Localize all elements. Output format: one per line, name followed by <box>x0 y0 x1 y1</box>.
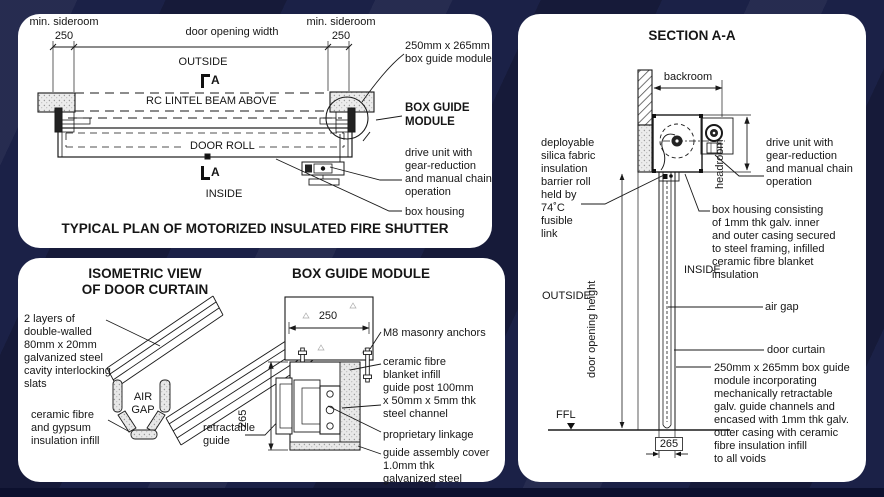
door-opening-height-label: door opening height <box>586 280 598 378</box>
plan-title: TYPICAL PLAN OF MOTORIZED INSULATED FIRE… <box>61 221 449 236</box>
plan-linework <box>37 41 405 212</box>
plan-dim-right-value: 250 <box>331 30 351 42</box>
box-guide-dim-265: 265 <box>237 409 249 428</box>
section-linework <box>548 69 764 458</box>
inside-label: INSIDE <box>684 264 721 276</box>
section-dim-265: 265 <box>655 437 683 451</box>
annotation-cover: guide assembly cover 1.0mm thk galvanize… <box>383 447 490 485</box>
backroom-label: backroom <box>663 71 713 83</box>
detail-linework <box>105 295 382 455</box>
annotation-box-housing: box housing <box>405 206 465 218</box>
plan-dim-width-label: door opening width <box>185 26 279 38</box>
annotation-drive-unit: drive unit with gear-reduction and manua… <box>405 147 492 198</box>
door-curtain-label: door curtain <box>767 344 826 356</box>
annotation-box-housing: box housing consisting of 1mm thk galv. … <box>712 204 836 281</box>
annotation-box-guide-module: 250mm x 265mm box guide module incorpora… <box>714 362 850 465</box>
outside-label: OUTSIDE <box>542 290 591 302</box>
section-cut-bracket-icon <box>201 74 210 88</box>
detail-panel: ISOMETRIC VIEW OF DOOR CURTAIN 2 layers … <box>18 258 505 485</box>
sheet-bottom-strip <box>0 488 884 497</box>
plan-outside-label: OUTSIDE <box>178 56 228 68</box>
ffl-label: FFL <box>556 409 576 421</box>
plan-dim-left-value: 250 <box>54 30 74 42</box>
annotation-slats: 2 layers of double-walled 80mm x 20mm ga… <box>24 313 111 390</box>
plan-dim-right-label: min. sideroom <box>306 16 376 28</box>
annotation-guide-post: guide post 100mm x 50mm x 5mm thk steel … <box>383 382 476 420</box>
section-letter: A <box>211 165 220 179</box>
annotation-linkage: proprietary linkage <box>383 429 474 441</box>
section-letter: A <box>211 73 220 87</box>
isometric-title: ISOMETRIC VIEW OF DOOR CURTAIN <box>81 266 209 297</box>
plan-door-roll-label: DOOR ROLL <box>186 140 259 153</box>
air-gap-label: AIR GAP <box>131 391 155 416</box>
annotation-insulation-infill: ceramic fibre and gypsum insulation infi… <box>31 409 100 447</box>
annotation-deployable-barrier: deployable silica fabric insulation barr… <box>541 137 596 240</box>
plan-dim-left-label: min. sideroom <box>29 16 99 28</box>
annotation-blanket-infill: ceramic fibre blanket infill <box>383 356 446 381</box>
annotation-anchors: M8 masonry anchors <box>383 327 486 339</box>
annotation-box-guide-size: 250mm x 265mm box guide module <box>405 40 492 65</box>
plan-rc-lintel-label: RC LINTEL BEAM ABOVE <box>142 95 281 108</box>
box-guide-dim-250: 250 <box>318 310 338 322</box>
section-panel: SECTION A-A backroom headroom deployable… <box>518 14 866 482</box>
annotation-retractable-guide: retractable guide <box>203 422 255 447</box>
section-marker-bottom: A <box>201 166 220 180</box>
headroom-label: headroom <box>714 139 726 189</box>
plan-panel: min. sideroom 250 door opening width min… <box>18 14 492 248</box>
section-cut-bracket-icon <box>201 166 210 180</box>
annotation-box-guide-module: BOX GUIDE MODULE <box>405 102 470 128</box>
section-marker-top: A <box>201 74 220 88</box>
plan-inside-label: INSIDE <box>205 188 243 200</box>
air-gap-label: air gap <box>765 301 799 313</box>
annotation-drive-unit: drive unit with gear-reduction and manua… <box>766 137 853 188</box>
section-title: SECTION A-A <box>648 28 736 43</box>
box-guide-title: BOX GUIDE MODULE <box>291 266 430 281</box>
